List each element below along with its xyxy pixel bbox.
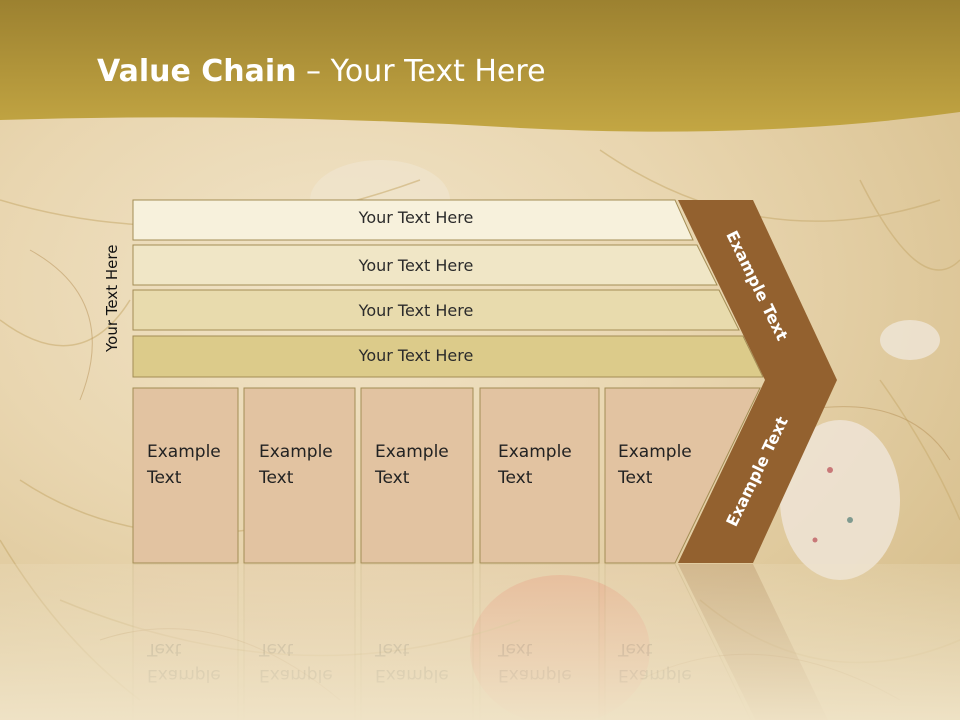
title-bold: Value Chain — [97, 54, 297, 89]
box-line: Text — [147, 468, 182, 488]
activity-box-1 — [132, 387, 239, 564]
box-text-3: Example Text — [375, 439, 449, 491]
box-text-4: Example Text — [498, 439, 572, 491]
box-text-2: Example Text — [259, 439, 333, 491]
box-line: Example — [147, 442, 221, 462]
box-line: Text — [259, 468, 294, 488]
chevron-top — [678, 200, 837, 380]
row-bar-1 — [132, 199, 694, 241]
row-text-3: Your Text Here — [358, 301, 474, 320]
box-line: Example — [259, 442, 333, 462]
activity-box-5 — [604, 387, 761, 564]
title-rest: – Your Text Here — [296, 54, 546, 89]
box-text-5: Example Text — [618, 439, 692, 491]
activity-box-3 — [360, 387, 474, 564]
reflection-fade — [0, 564, 960, 720]
row-text-1: Your Text Here — [358, 208, 474, 227]
activity-box-4 — [479, 387, 600, 564]
row-bar-4 — [132, 335, 764, 378]
box-text-1: Example Text — [147, 439, 221, 491]
box-line: Example — [618, 442, 692, 462]
box-line: Text — [498, 468, 533, 488]
box-line: Example — [498, 442, 572, 462]
row-text-4: Your Text Here — [358, 346, 474, 365]
box-line: Text — [375, 468, 410, 488]
header-band — [0, 0, 960, 132]
chevron-bottom — [678, 380, 837, 563]
row-text-2: Your Text Here — [358, 256, 474, 275]
box-line: Example — [375, 442, 449, 462]
slide-title: Value Chain – Your Text Here — [97, 54, 546, 89]
box-line: Text — [618, 468, 653, 488]
activity-box-2 — [243, 387, 356, 564]
row-bar-3 — [132, 289, 740, 331]
row-bar-2 — [132, 244, 718, 286]
